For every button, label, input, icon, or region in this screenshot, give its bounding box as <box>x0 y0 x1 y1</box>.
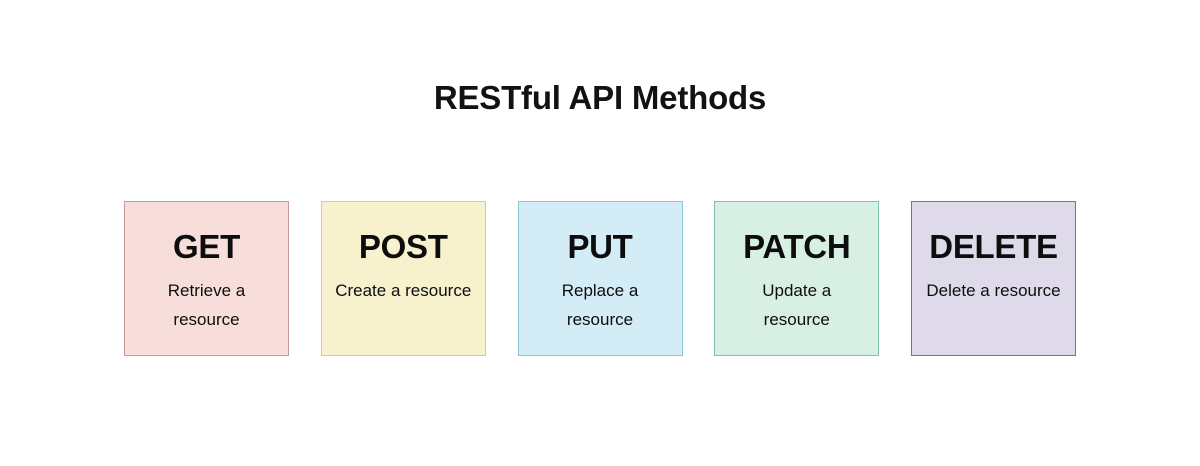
method-card-delete[interactable]: DELETE Delete a resource <box>911 201 1076 356</box>
method-card-post[interactable]: POST Create a resource <box>320 201 486 356</box>
method-card-get[interactable]: GET Retrieve a resource <box>124 201 289 356</box>
method-description-delete: Delete a resource <box>926 281 1061 300</box>
method-name-patch: PATCH <box>743 228 851 265</box>
method-card-row: GET Retrieve a resource POST Create a re… <box>124 201 1076 356</box>
method-description-post: Create a resource <box>335 281 472 300</box>
method-card-put[interactable]: PUT Replace a resource <box>517 201 683 356</box>
method-description-patch: Update a resource <box>762 281 832 329</box>
method-description-get: Retrieve a resource <box>167 281 246 329</box>
method-description-put: Replace a resource <box>561 281 639 329</box>
method-name-delete: DELETE <box>929 228 1058 265</box>
method-name-put: PUT <box>567 228 633 265</box>
method-name-post: POST <box>358 228 448 265</box>
method-card-patch[interactable]: PATCH Update a resource <box>714 201 880 356</box>
method-name-get: GET <box>173 228 240 265</box>
page-title: RESTful API Methods <box>433 79 767 116</box>
